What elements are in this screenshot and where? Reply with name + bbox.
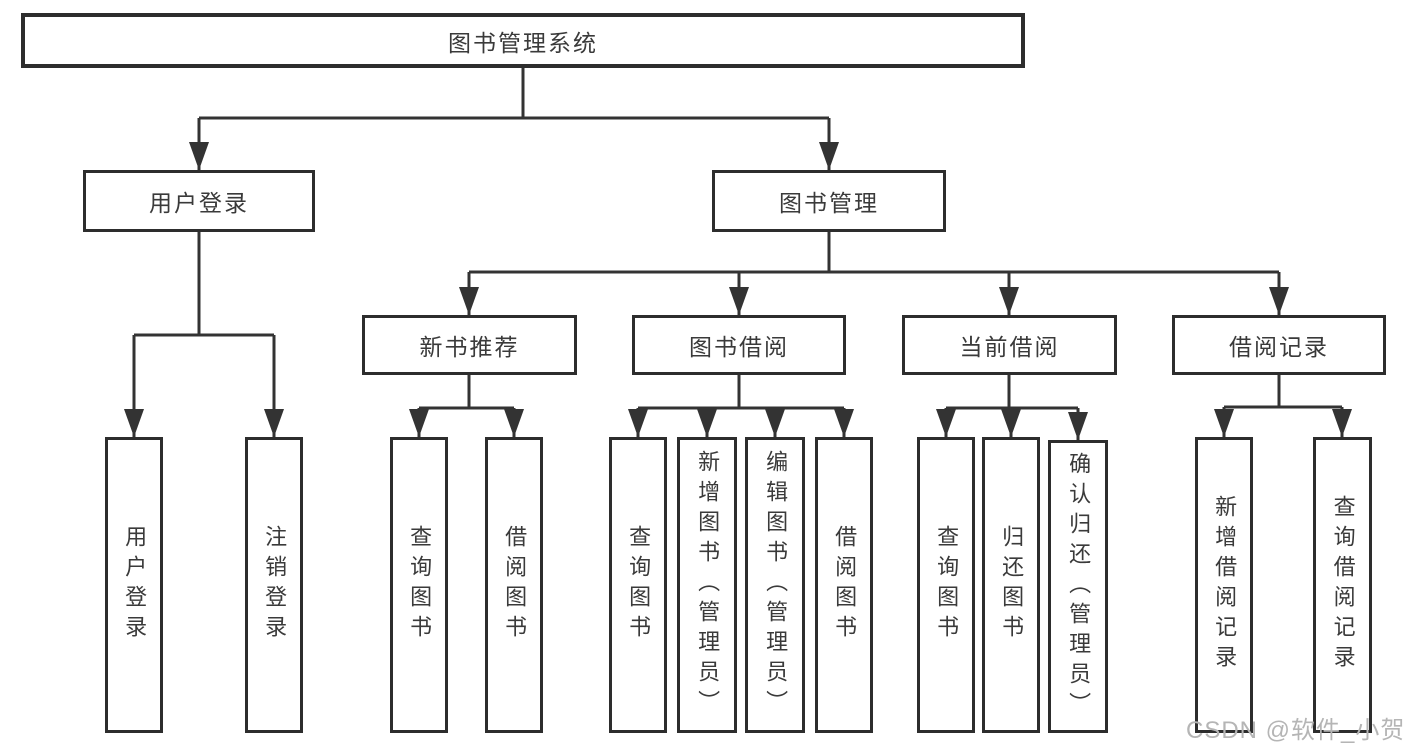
leaf-query-borrow-record: 查询借阅记录 [1313,437,1372,733]
leaf-add-book-admin: 新增图书（管理员） [677,437,737,733]
connector-book-mgmt-children [459,232,1289,315]
leaf-query-books-current: 查询图书 [917,437,975,733]
connector-root-to-level2 [189,68,839,170]
node-new-book-recommend: 新书推荐 [362,315,577,375]
connector-current-borrow-children [936,375,1088,440]
connector-user-login-children [124,232,284,437]
leaf-query-books-borrow: 查询图书 [609,437,667,733]
node-book-management: 图书管理 [712,170,946,232]
connector-new-books-children [409,375,524,437]
connector-borrow-records-children [1214,375,1352,437]
csdn-watermark: CSDN @软件_小贺同学 [1186,717,1405,744]
node-book-borrowing: 图书借阅 [632,315,846,375]
leaf-return-books: 归还图书 [982,437,1040,733]
leaf-edit-book-admin: 编辑图书（管理员） [745,437,805,733]
node-current-borrowing: 当前借阅 [902,315,1117,375]
leaf-borrow-books-recommend: 借阅图书 [485,437,543,733]
leaf-borrow-books: 借阅图书 [815,437,873,733]
leaf-confirm-return-admin: 确认归还（管理员） [1048,440,1108,733]
leaf-query-books-recommend: 查询图书 [390,437,448,733]
node-root-system: 图书管理系统 [21,13,1025,68]
node-borrowing-records: 借阅记录 [1172,315,1386,375]
leaf-user-login: 用户登录 [105,437,163,733]
node-user-login: 用户登录 [83,170,315,232]
connector-book-borrow-children [628,375,854,437]
leaf-add-borrow-record: 新增借阅记录 [1195,437,1253,733]
leaf-logout: 注销登录 [245,437,303,733]
